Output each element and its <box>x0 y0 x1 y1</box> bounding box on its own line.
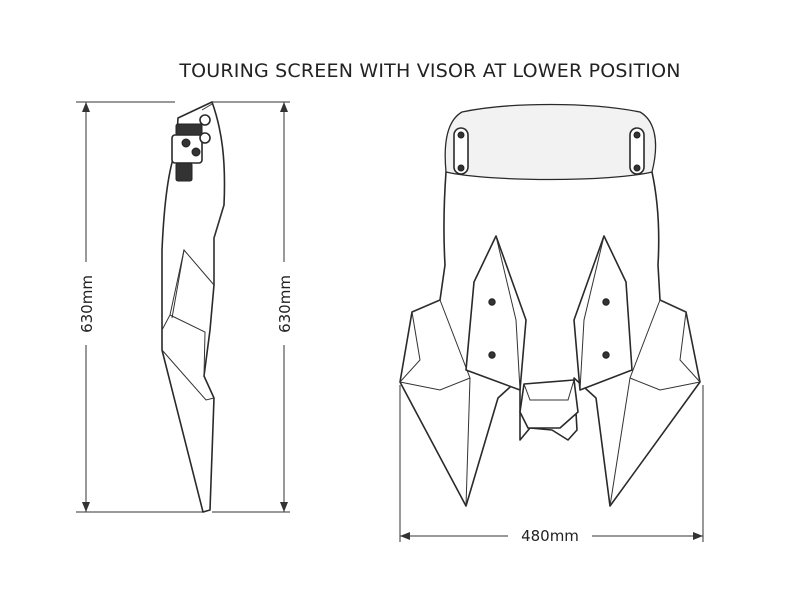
height-label-left: 630mm <box>78 275 96 333</box>
width-label: 480mm <box>521 527 579 545</box>
width-dimension: 480mm <box>399 385 704 545</box>
height-label-right: 630mm <box>276 275 294 333</box>
visor <box>444 103 657 181</box>
right-height-dimension: 630mm <box>212 101 294 513</box>
mounting-bracket <box>171 103 213 182</box>
side-view-screen <box>161 101 226 513</box>
drawing-title: TOURING SCREEN WITH VISOR AT LOWER POSIT… <box>178 60 680 82</box>
left-height-dimension: 630mm <box>76 101 205 513</box>
front-view-screen <box>399 103 701 507</box>
